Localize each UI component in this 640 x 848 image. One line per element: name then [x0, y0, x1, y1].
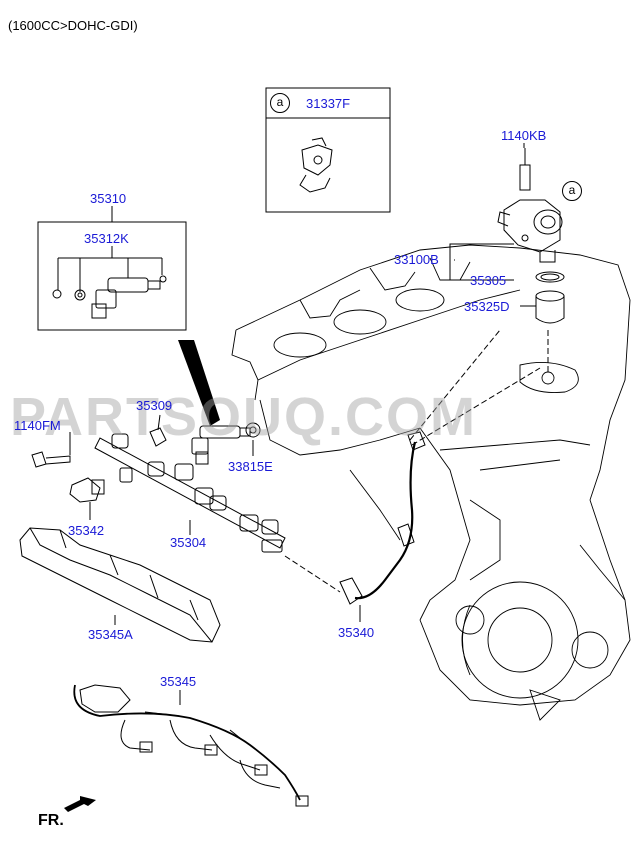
- front-direction-label: FR.: [38, 812, 64, 829]
- bolt-1140fm-drawing: [31, 451, 71, 468]
- callout-a-pump: a: [562, 181, 582, 201]
- fuel-pipe-drawing: [339, 431, 426, 605]
- part-label-33100b[interactable]: 33100B: [394, 252, 439, 267]
- part-label-35340[interactable]: 35340: [338, 625, 375, 640]
- part-label-35325d[interactable]: 35325D: [464, 299, 510, 314]
- engine-block-drawing: [231, 244, 631, 721]
- callout-a-inset: a: [270, 93, 290, 113]
- part-label-35345a[interactable]: 35345A: [88, 627, 133, 642]
- rail-cover-drawing: [19, 527, 221, 643]
- part-label-35342[interactable]: 35342: [68, 523, 105, 538]
- inset-box-31337f: [265, 87, 391, 213]
- part-label-31337f[interactable]: 31337F: [306, 96, 351, 111]
- watermark: PARTSOUQ.COM: [10, 387, 477, 447]
- wiring-harness-drawing: [73, 684, 309, 807]
- part-label-1140fm[interactable]: 1140FM: [14, 418, 61, 433]
- pressure-sensor-drawing: [69, 477, 105, 503]
- fuel-rail-drawing: [94, 427, 286, 553]
- part-label-35304[interactable]: 35304: [170, 535, 207, 550]
- part-label-35345[interactable]: 35345: [160, 674, 197, 689]
- bracket-31337f-drawing: [299, 137, 333, 193]
- part-label-35309[interactable]: 35309: [136, 398, 173, 413]
- injector-drawing-rail: [191, 422, 261, 465]
- engine-spec-title: (1600CC>DOHC-GDI): [8, 18, 138, 33]
- leader-lines: [69, 143, 525, 705]
- injector-drawing-box: [91, 275, 167, 319]
- part-label-35310[interactable]: 35310: [90, 191, 127, 206]
- pointer-arrow-shape: [178, 340, 220, 426]
- fuel-pump-drawing: [497, 148, 565, 324]
- part-label-1140kb[interactable]: 1140KB: [501, 128, 547, 143]
- front-direction-arrow-shape: [64, 796, 96, 812]
- part-label-33815e[interactable]: 33815E: [228, 459, 273, 474]
- part-label-35305[interactable]: 35305: [470, 273, 507, 288]
- part-label-35312k[interactable]: 35312K: [84, 231, 129, 246]
